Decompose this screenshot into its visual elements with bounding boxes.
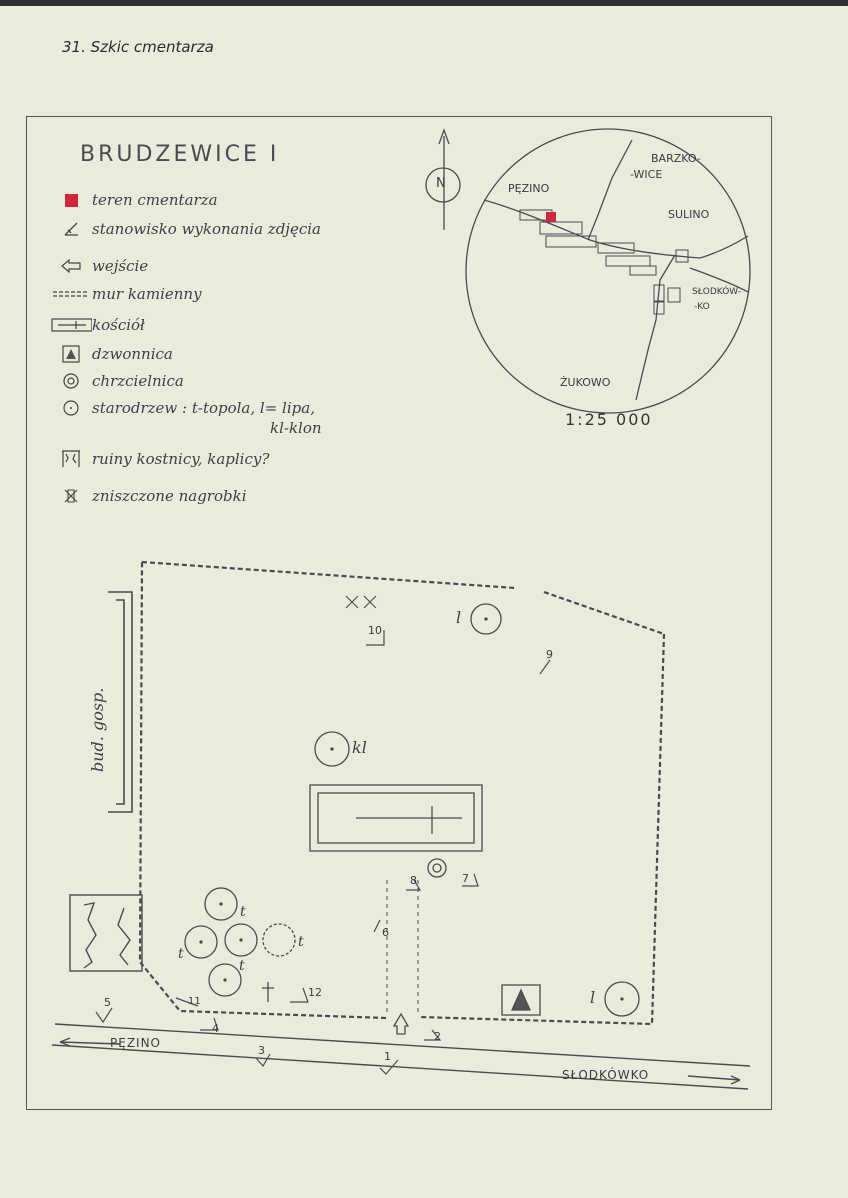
photo-point-3: 3 [258,1044,265,1057]
baptismal-font-icon [427,858,447,878]
legend-trees-continued: kl-klon [270,419,322,437]
photo-point-6: 6 [382,926,389,939]
church-building [309,784,483,852]
farm-building-label: bud. gosp. [88,687,107,772]
location-inset-map [465,128,751,414]
legend-item-belfry: dzwonnica [50,342,173,366]
ruins-icon [50,449,92,469]
tree-label-lipa-bottom: l [590,988,596,1007]
stone-wall-icon [50,289,92,299]
inset-place-slodkowko-1: SŁODKÓW- [692,287,742,297]
cemetery-wall [138,560,666,1026]
photo-point-7: 7 [462,872,469,885]
axis-lines [386,880,419,1012]
scan-top-edge [0,0,848,6]
belfry-icon [501,984,541,1016]
tree-label-klon: kl [352,738,367,757]
photo-point-12: 12 [308,986,322,999]
entrance-arrow-icon [50,258,92,274]
tree-label-topola-2: t [178,946,184,962]
destroyed-grave-icon [50,487,92,505]
roads [51,1023,751,1090]
red-square-icon [50,193,92,207]
map-title: BRUDZEWICE I [80,142,280,167]
cemetery-location-marker [546,212,556,222]
legend-item-destroyed-graves: zniszczone nagrobki [50,484,247,508]
tree-icon [50,399,92,417]
inset-place-sulino: SULINO [668,208,710,221]
north-arrow-icon [425,128,461,230]
entrance-arrow-icon [392,1012,410,1035]
inset-place-barzkowice-1: BARZKO- [651,152,701,165]
photo-point-4: 4 [212,1022,219,1035]
inset-place-barzkowice-2: -WICE [630,168,663,181]
legend-item-entrance: wejście [50,254,148,278]
inset-place-zukowo: ŻUKOWO [560,376,611,389]
camera-angle-icon [50,221,92,237]
bell-tower-icon [50,345,92,363]
page-caption: 31. Szkic cmentarza [62,38,214,56]
legend-item-photo-point: stanowisko wykonania zdjęcia [50,217,321,241]
inset-place-pezino: PĘZINO [508,182,550,195]
legend-item-cemetery: teren cmentarza [50,188,218,212]
destroyed-grave-icon [345,595,377,609]
scale-label: 1:25 000 [565,410,653,429]
tree-label-lipa-top: l [456,608,462,627]
road-label-slodkowko: SŁODKÓWKO [562,1068,650,1082]
photo-point-9: 9 [546,648,553,661]
photo-point-11: 11 [188,996,201,1007]
photo-point-5: 5 [104,996,111,1009]
tree-label-topola-3: t [298,934,304,950]
farm-building [108,591,133,813]
trees [184,603,640,1017]
photo-points [95,630,551,1075]
grave-cross-icon [262,982,274,1002]
photo-point-10: 10 [368,624,382,637]
legend-item-trees: starodrzew : t-topola, l= lipa, [50,396,315,420]
tree-label-topola-1: t [240,904,246,920]
north-label: N [436,176,446,191]
photo-point-2: 2 [434,1030,441,1043]
map-frame [26,116,772,1110]
road-label-pezino: PĘZINO [110,1036,161,1050]
font-icon [50,372,92,390]
tree-label-topola-4: t [239,958,245,974]
photo-point-8: 8 [410,874,417,887]
legend-item-church: kościół [50,313,145,337]
church-icon [50,317,92,333]
inset-place-slodkowko-2: -KO [694,302,710,312]
legend-item-ruins: ruiny kostnicy, kaplicy? [50,447,269,471]
legend-item-font: chrzcielnica [50,369,184,393]
ruins-building [69,894,143,972]
legend-item-wall: mur kamienny [50,282,202,306]
photo-point-1: 1 [384,1050,391,1063]
village-blocks [519,209,689,315]
